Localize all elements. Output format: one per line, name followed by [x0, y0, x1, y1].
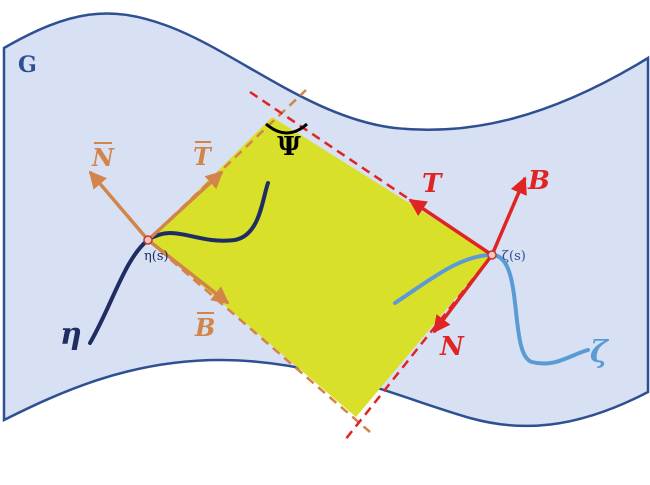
zeta-tangent-label: T [422, 169, 443, 199]
eta-binormal-arrow [146, 238, 230, 305]
zeta-normal-label: N [439, 332, 465, 362]
point-eta-s [143, 235, 153, 245]
eta-binormal-dashed-line [147, 239, 371, 433]
eta-tangent-arrow [146, 170, 224, 242]
zeta-binormal-label: B [527, 166, 550, 196]
eta-normal-arrow [88, 170, 150, 242]
surface-label: G [18, 52, 37, 78]
eta-normal-label: N [91, 143, 115, 172]
point-eta-label: η(s) [144, 249, 169, 264]
curve-eta-label: η [60, 317, 82, 352]
eta-binormal-label: B [194, 313, 215, 342]
angle-label: Ψ [277, 132, 301, 162]
eta-tangent-label: T [193, 142, 213, 171]
angle-arc [265, 122, 309, 135]
osculating-plane [148, 117, 492, 417]
zeta-normal-arrow [432, 253, 494, 334]
curve-eta [88, 181, 270, 345]
zeta-tangent-arrow [408, 198, 493, 257]
point-zeta-label: ζ(s) [502, 249, 526, 264]
zeta-normal-dashed-line [344, 254, 493, 441]
curve-zeta-label: ζ [590, 335, 610, 370]
zeta-binormal-arrow [490, 176, 527, 256]
point-zeta-s [487, 250, 497, 260]
curve-zeta [393, 252, 590, 366]
